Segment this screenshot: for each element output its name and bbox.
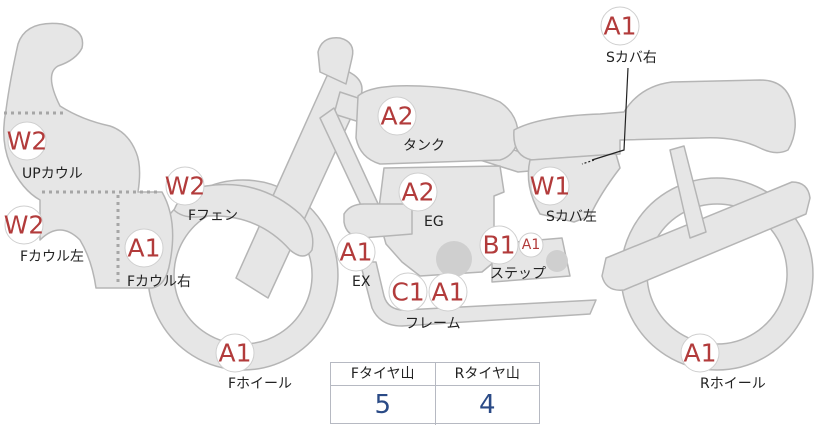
grade-frame-1: C1 — [391, 278, 424, 307]
engine-hub-right — [546, 250, 568, 272]
swingarm-shape — [601, 181, 811, 291]
grade-step-2: A1 — [522, 237, 540, 253]
exhaust-pipe-shape — [359, 261, 597, 327]
grade-f-cowl-right: A1 — [127, 234, 160, 263]
label-f-fender: Fフェン — [188, 208, 238, 224]
rear-tire-value: 4 — [478, 390, 496, 420]
grade-f-fender: W2 — [165, 172, 206, 201]
tire-tread-table: Fタイヤ山 Rタイヤ山 5 4 — [330, 362, 540, 425]
grade-exhaust: A1 — [339, 238, 372, 267]
label-f-wheel: Fホイール — [228, 376, 292, 392]
tire-tread-values: 5 4 — [331, 386, 539, 425]
label-frame: フレーム — [405, 316, 461, 332]
grade-s-cover-right: A1 — [603, 12, 636, 41]
front-tire-value: 5 — [331, 386, 436, 425]
grade-frame-2: A1 — [431, 278, 464, 307]
grade-up-cowl: W2 — [7, 127, 48, 156]
grade-r-wheel: A1 — [683, 339, 716, 368]
grade-f-cowl-left: W2 — [4, 211, 45, 240]
grade-step-1: B1 — [482, 231, 515, 260]
label-up-cowl: UPカウル — [22, 166, 83, 182]
label-engine: EG — [424, 214, 444, 230]
seat-shape — [513, 79, 796, 161]
grade-f-wheel: A1 — [218, 339, 251, 368]
label-r-wheel: Rホイール — [700, 376, 766, 392]
front-tire-label: Fタイヤ山 — [331, 363, 436, 385]
label-f-cowl-left: Fカウル左 — [20, 249, 84, 265]
tire-tread-header: Fタイヤ山 Rタイヤ山 — [331, 363, 539, 386]
grade-s-cover-left: W1 — [530, 172, 571, 201]
engine-side-shape — [343, 203, 413, 239]
fairing-shape — [3, 22, 174, 289]
engine-hub-left — [436, 241, 472, 277]
rear-tire-label: Rタイヤ山 — [454, 366, 520, 382]
grade-engine: A2 — [401, 178, 434, 207]
front-fender-shape — [173, 183, 314, 257]
leader-line — [591, 67, 629, 161]
handlebar-shape — [317, 37, 354, 85]
label-s-cover-right: Sカバ右 — [606, 50, 657, 66]
grade-tank: A2 — [380, 102, 413, 131]
rear-shock-shape — [669, 145, 707, 239]
label-exhaust: EX — [352, 274, 371, 290]
label-step: ステップ — [490, 266, 546, 282]
label-tank: タンク — [403, 138, 445, 154]
label-f-cowl-right: Fカウル右 — [127, 274, 191, 290]
label-s-cover-left: Sカバ左 — [546, 209, 597, 225]
